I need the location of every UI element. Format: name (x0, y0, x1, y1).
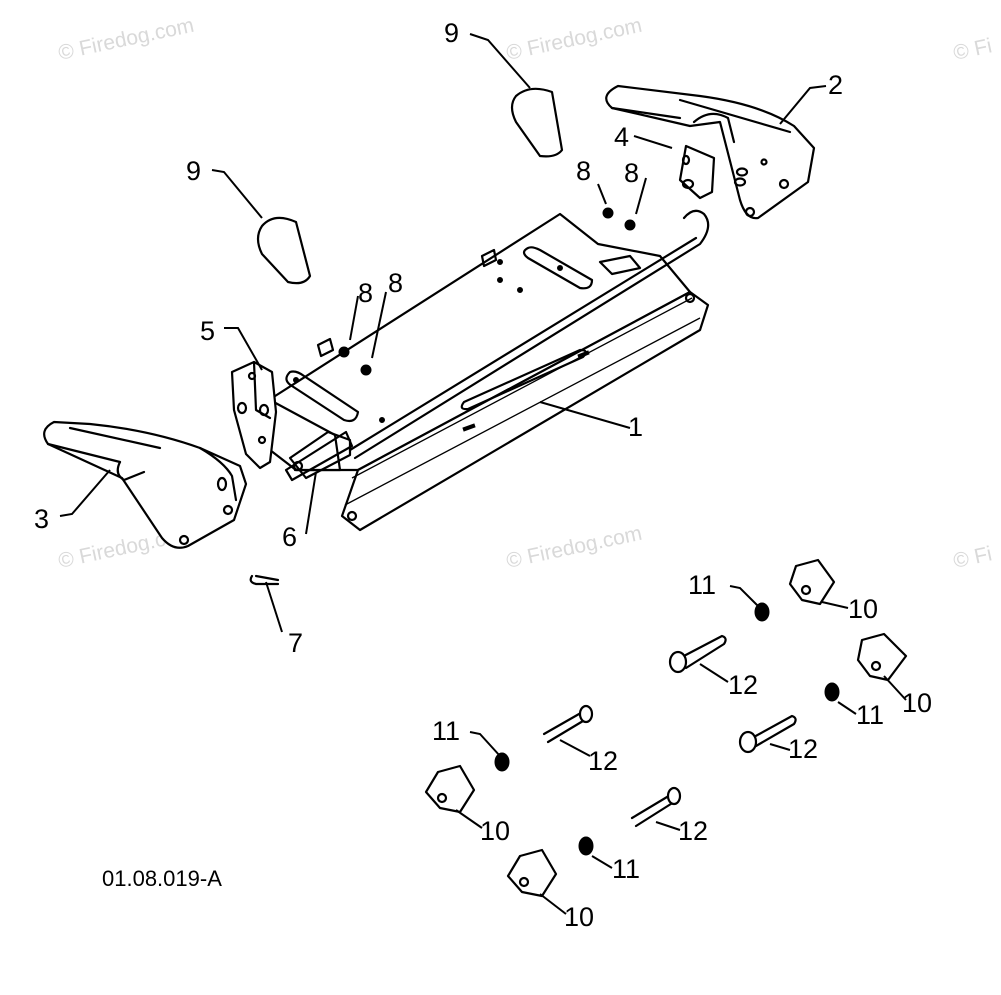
part-12-pin (542, 634, 797, 828)
part-10-wing-nut (424, 558, 908, 898)
part-4-right-bracket (678, 144, 716, 200)
callout-12: 12 (728, 670, 758, 700)
callout-8: 8 (358, 278, 373, 308)
leader-lines (59, 33, 907, 915)
callout-11: 11 (612, 854, 640, 884)
part-3-left-handle (43, 420, 248, 549)
watermark: © Firedog.com (504, 14, 644, 65)
watermark: © Firedog.com (56, 14, 196, 65)
callout-11: 11 (688, 570, 716, 600)
part-6-link-arm (284, 430, 354, 482)
callout-8: 8 (388, 268, 403, 298)
callout-10: 10 (848, 594, 878, 624)
callout-7: 7 (288, 628, 303, 658)
part-9-knob (256, 87, 564, 285)
callout-8: 8 (576, 156, 591, 186)
callout-5: 5 (200, 316, 215, 346)
watermark: © Fi (951, 542, 994, 573)
callout-1: 1 (628, 412, 643, 442)
part-1-slide-rail (268, 209, 710, 532)
callout-2: 2 (828, 70, 843, 100)
callout-10: 10 (480, 816, 510, 846)
callout-8: 8 (624, 158, 639, 188)
callout-11: 11 (856, 700, 884, 730)
callout-9: 9 (186, 156, 201, 186)
watermark: © Firedog.com (504, 522, 644, 573)
callout-12: 12 (588, 746, 618, 776)
callout-9: 9 (444, 18, 459, 48)
callout-3: 3 (34, 504, 49, 534)
callout-10: 10 (902, 688, 932, 718)
watermark: © Fi (951, 34, 994, 65)
callout-12: 12 (788, 734, 818, 764)
callout-11: 11 (432, 716, 460, 746)
part-8-screw (338, 207, 636, 376)
part-11-washer (494, 602, 840, 856)
drawing-code: 01.08.019-A (102, 866, 222, 891)
callout-4: 4 (614, 122, 629, 152)
part-7-cotter-pin (249, 574, 280, 586)
part-5-left-bracket (230, 360, 278, 470)
callout-12: 12 (678, 816, 708, 846)
part-2-right-handle (605, 84, 816, 220)
callout-10: 10 (564, 902, 594, 932)
callout-6: 6 (282, 522, 297, 552)
